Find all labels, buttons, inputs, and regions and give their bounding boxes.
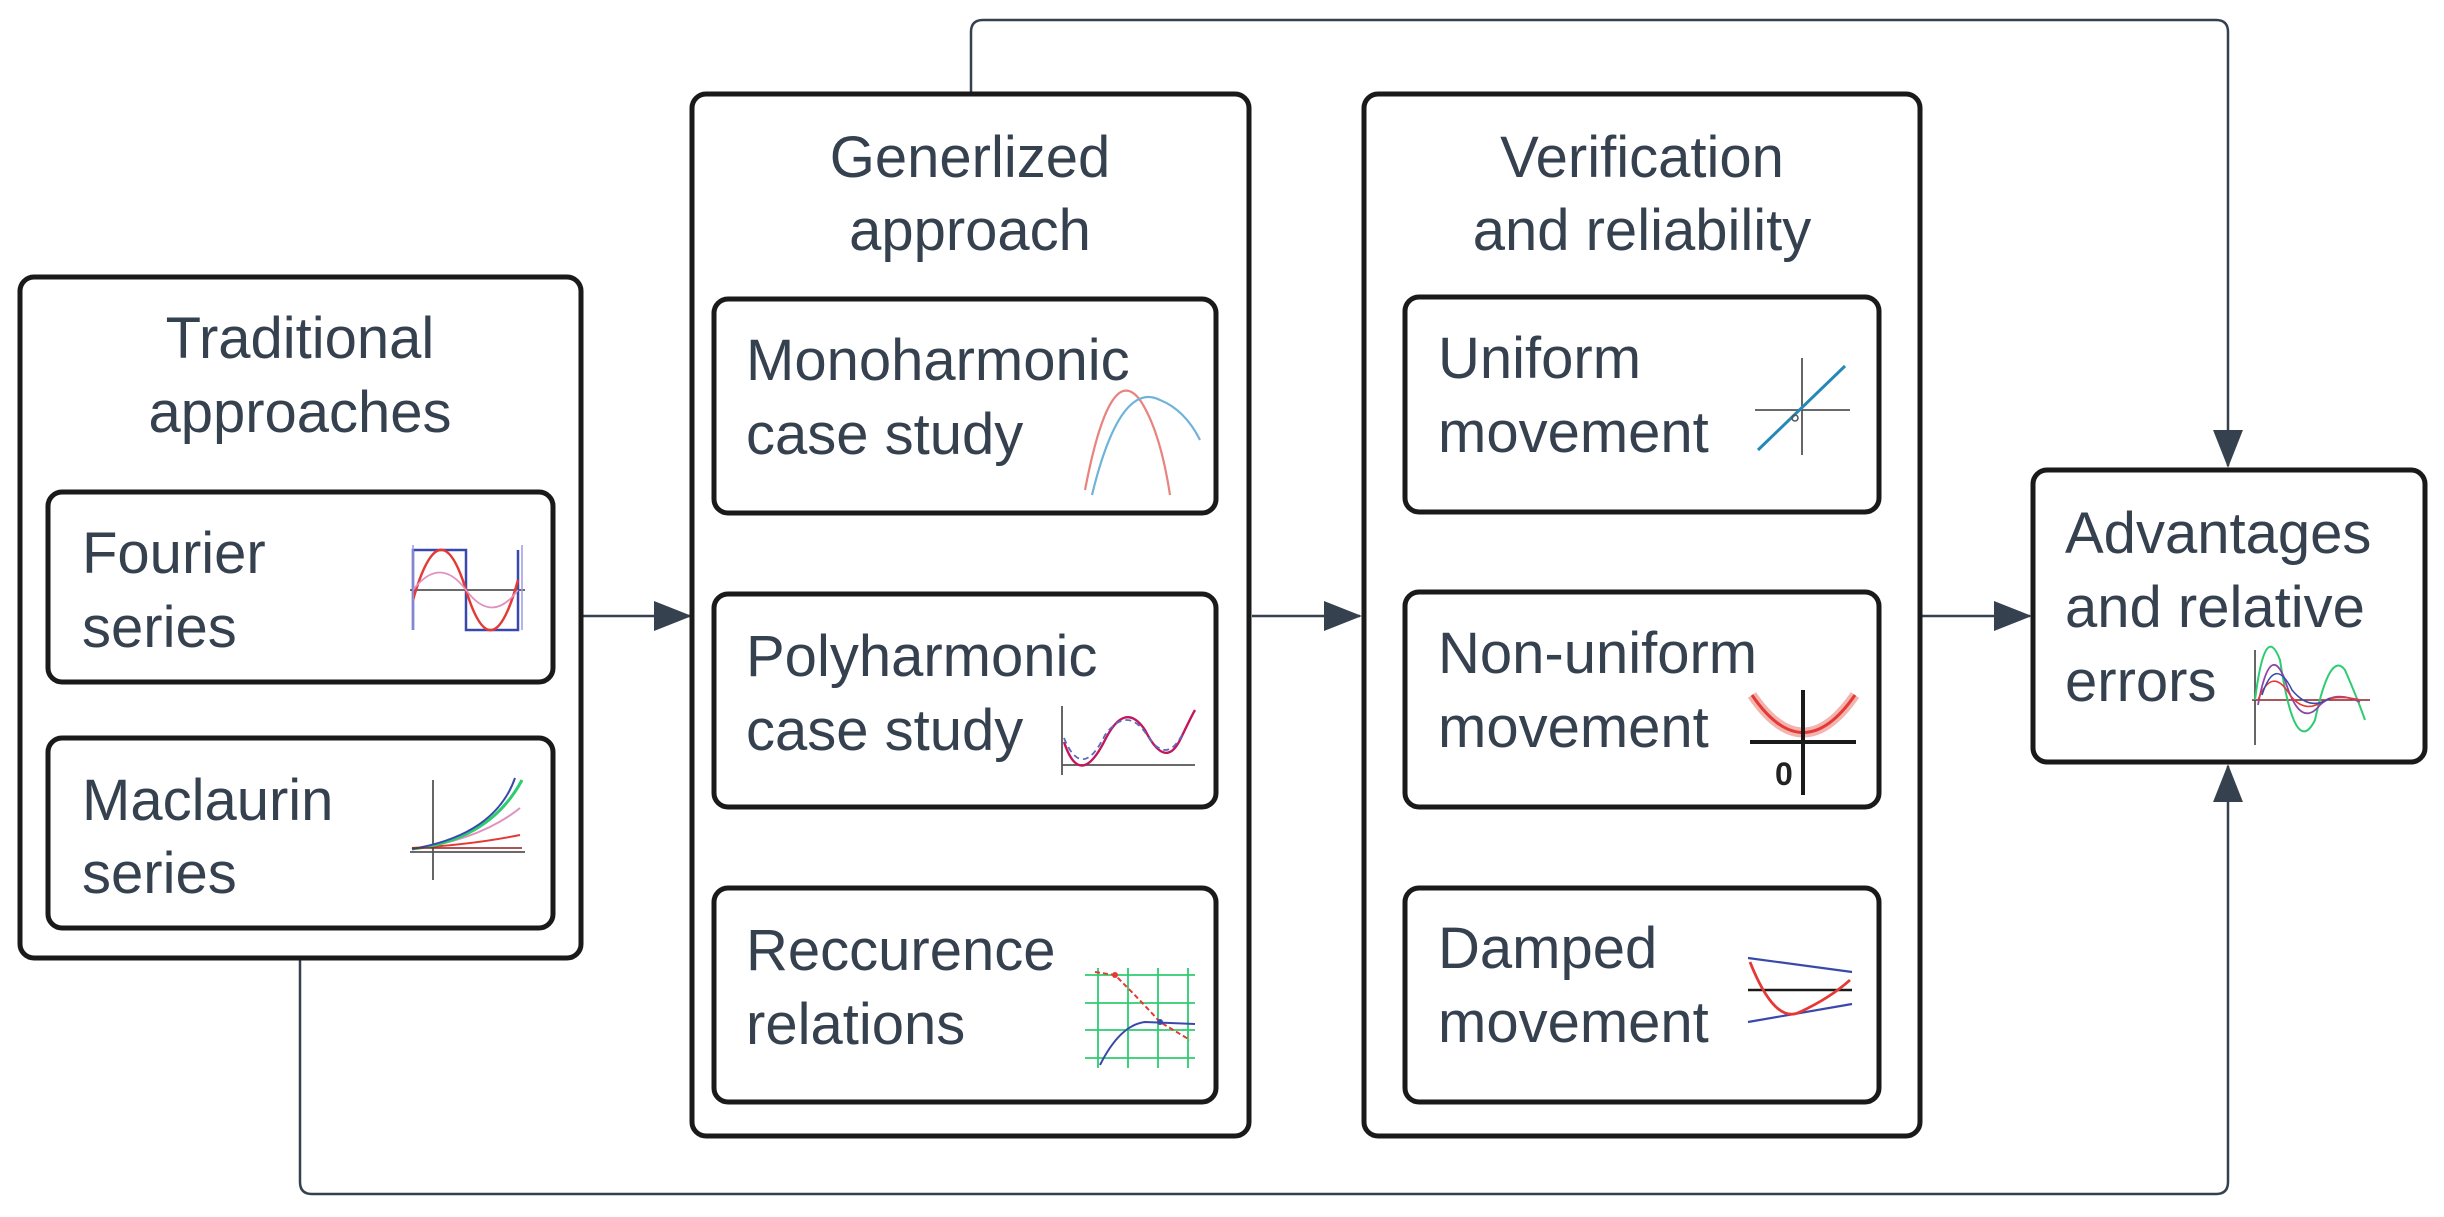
item-monoharmonic-case-study: Monoharmonic case study [711, 296, 1219, 516]
item-label-line2: case study [746, 698, 1023, 763]
box-advantages-relative-errors: Advantages and relative errors [2030, 467, 2428, 765]
item-label-line2: series [82, 841, 237, 906]
group-title-line1: Verification [1500, 125, 1784, 190]
item-label-line2: movement [1438, 400, 1709, 465]
item-label-line1: Fourier [82, 521, 266, 586]
item-label-line2: movement [1438, 990, 1709, 1055]
damped-envelope-icon [1747, 956, 1853, 1024]
item-label-line1: Monoharmonic [746, 328, 1130, 393]
advantages-label-line1: Advantages [2065, 501, 2371, 566]
item-damped-movement: Damped movement [1402, 885, 1882, 1105]
item-label-line2: case study [746, 402, 1023, 467]
group-verification-reliability: Verification and reliability Uniform mov… [1361, 91, 1923, 1139]
group-title-line1: Generlized [830, 125, 1110, 190]
group-title-line2: approach [849, 198, 1091, 263]
item-label-line1: Non-uniform [1438, 621, 1757, 686]
group-title-line2: and reliability [1473, 198, 1812, 263]
item-label-line1: Uniform [1438, 326, 1641, 391]
advantages-label-line3: errors [2065, 649, 2216, 714]
group-generalized-approach: Generlized approach Monoharmonic case st… [689, 91, 1252, 1139]
item-fourier-series: Fourier series [45, 489, 556, 685]
item-label-line1: Maclaurin [82, 768, 333, 833]
grid-plot-icon [1085, 968, 1196, 1068]
item-label-line1: Polyharmonic [746, 624, 1097, 689]
taylor-curves-icon [410, 777, 525, 880]
item-label-line2: series [82, 595, 237, 660]
two-arcs-icon [1083, 389, 1201, 496]
parabola-icon-origin: 0 [1775, 756, 1793, 792]
item-label-line1: Reccurence [746, 918, 1055, 983]
arrow-traditional-to-advantages-bottom [298, 764, 2243, 1196]
arrow-generalized-to-advantages-top [969, 18, 2243, 468]
square-wave-icon [410, 545, 525, 632]
item-label-line1: Damped [1438, 916, 1657, 981]
item-maclaurin-series: Maclaurin series [45, 735, 556, 931]
error-waves-icon [2252, 645, 2370, 745]
group-traditional-approaches: Traditional approaches Fourier series Ma… [17, 274, 584, 961]
group-title-line2: approaches [148, 380, 451, 445]
item-polyharmonic-case-study: Polyharmonic case study [711, 591, 1219, 810]
item-label-line2: relations [746, 992, 965, 1057]
advantages-label-line2: and relative [2065, 575, 2365, 640]
item-label-line2: movement [1438, 695, 1709, 760]
item-non-uniform-movement: Non-uniform movement 0 [1402, 589, 1882, 810]
linear-line-icon [1755, 358, 1850, 455]
item-uniform-movement: Uniform movement [1402, 294, 1882, 515]
group-title-line1: Traditional [166, 306, 435, 371]
item-reccurence-relations: Reccurence relations [711, 885, 1219, 1105]
wave-fit-icon [1061, 706, 1197, 775]
parabola-icon: 0 [1747, 690, 1860, 795]
